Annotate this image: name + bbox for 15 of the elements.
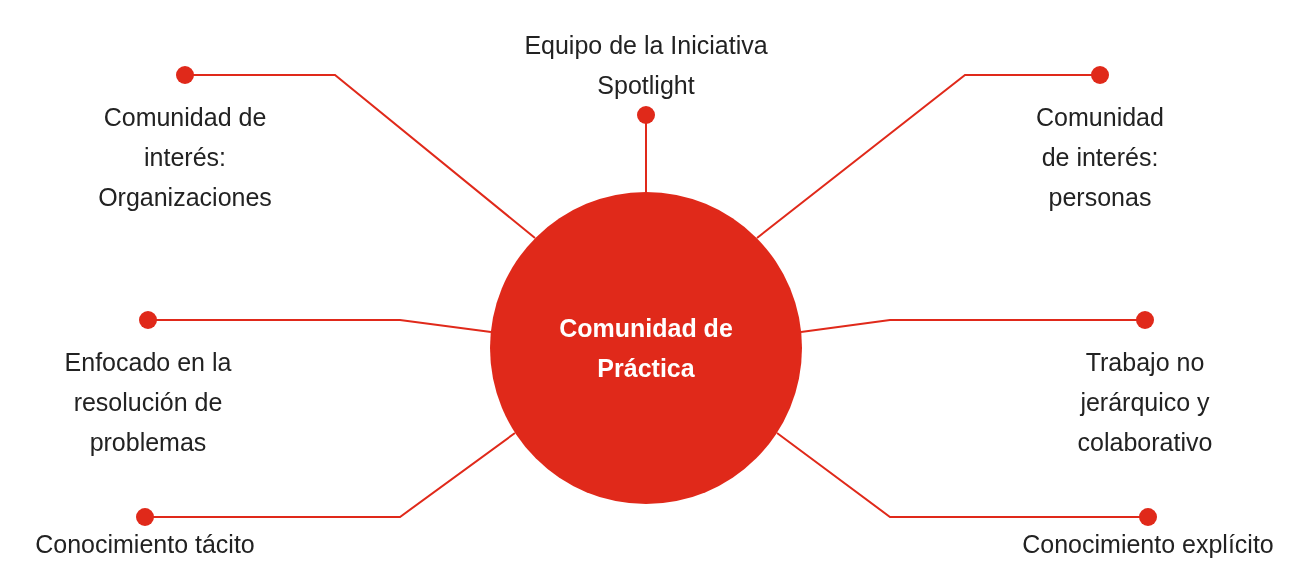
topic-label: Equipo de la Iniciativa Spotlight [523,30,769,101]
topic-label: Trabajo no jerárquico y colaborativo [1076,347,1214,458]
connector-line [756,66,1109,239]
connector-line [136,432,516,526]
connector-line [139,311,492,333]
topic-label: Conocimiento tácito [34,529,256,560]
topic-label: Conocimiento explícito [1021,529,1275,560]
topic-label: Enfocado en la resolución de problemas [63,347,233,458]
connector-line [800,311,1154,333]
center-title: Comunidad de Práctica [558,313,734,384]
connector-line [776,432,1157,526]
topic-label: Comunidad de interés: Organizaciones [97,102,273,213]
connector-line [637,106,655,193]
connector-line [176,66,536,239]
topic-label: Comunidad de interés: personas [1035,102,1165,213]
